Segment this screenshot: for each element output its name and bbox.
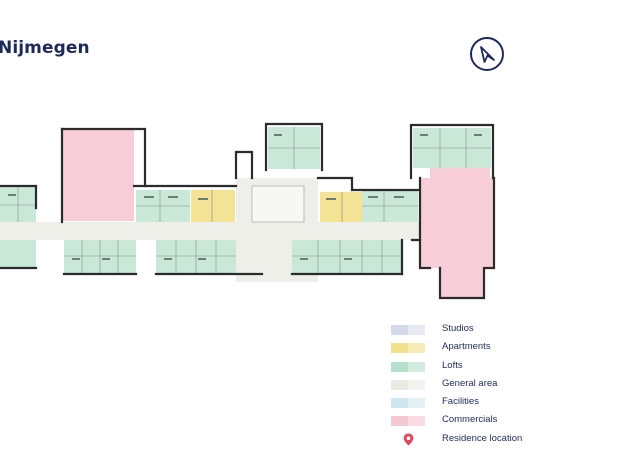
- room-label-marks: [8, 134, 482, 260]
- legend-label: Facilities: [442, 396, 479, 408]
- navigation-arrow-icon: [480, 46, 495, 63]
- general-area-hall-inner: [251, 185, 305, 223]
- compass-button[interactable]: [470, 37, 504, 71]
- commercial-space-left: [62, 129, 134, 221]
- apartment-unit: [191, 190, 235, 222]
- apartment-unit: [320, 192, 362, 222]
- legend-swatch: [391, 361, 425, 372]
- commercial-annex: [430, 166, 490, 178]
- legend-swatch: [391, 379, 425, 390]
- legend-label: Residence location: [442, 432, 523, 444]
- legend-label: Apartments: [442, 341, 491, 353]
- interior-partitions: [0, 127, 491, 274]
- loft-unit: [0, 240, 36, 268]
- legend-swatch: [391, 343, 425, 354]
- legend-label: Studios: [442, 323, 474, 334]
- commercial-space-right: [420, 178, 494, 298]
- floor-plan: [0, 122, 496, 300]
- legend-label: Lofts: [442, 359, 463, 371]
- page-title: Nijmegen: [0, 38, 90, 58]
- map-pin-icon: [403, 433, 414, 446]
- legend-swatch: [391, 416, 425, 427]
- legend-label: Commercials: [442, 414, 498, 426]
- loft-unit: [292, 240, 402, 274]
- legend-swatch: [391, 325, 425, 335]
- legend-swatch: [391, 398, 425, 409]
- general-area-corridor: [0, 222, 420, 240]
- legend-label: General area: [442, 377, 498, 389]
- walls: [0, 122, 496, 300]
